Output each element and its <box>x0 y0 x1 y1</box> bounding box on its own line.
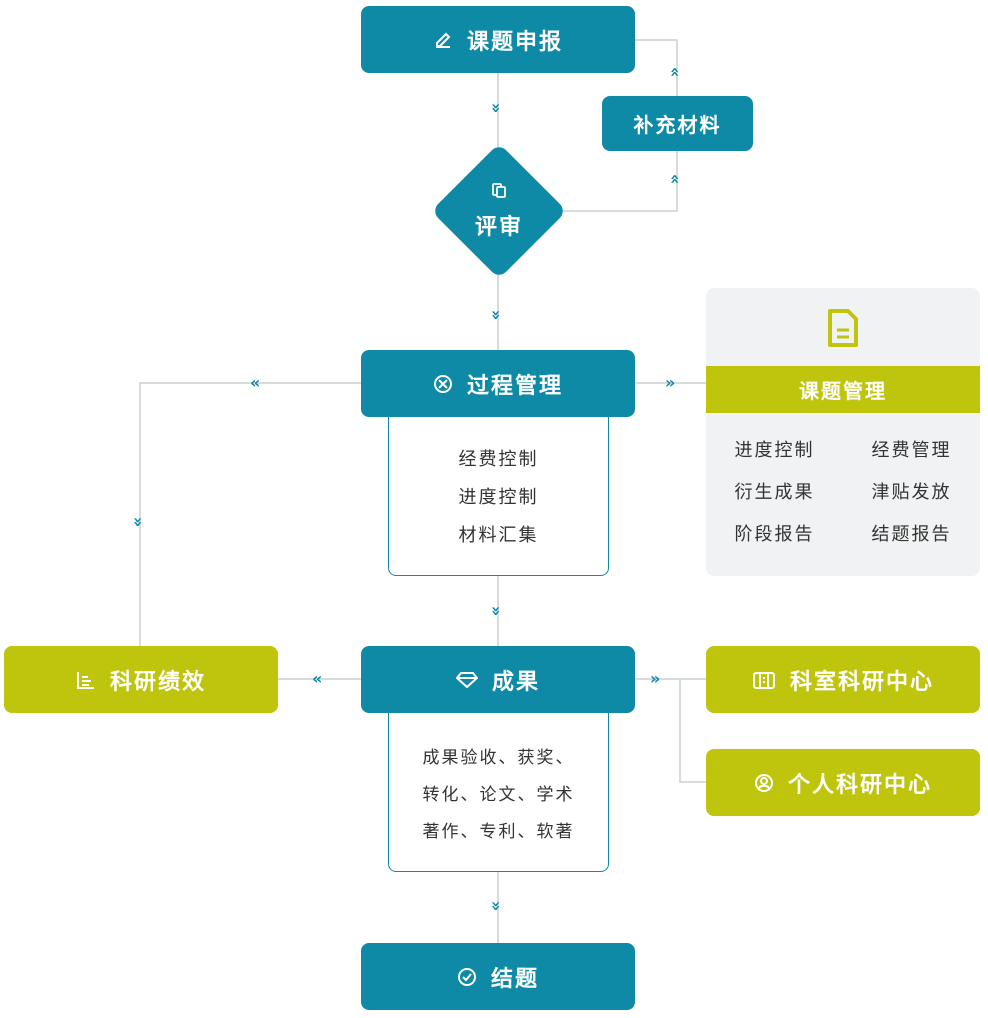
supplement-node[interactable]: 补充材料 <box>602 96 753 151</box>
application-label: 课题申报 <box>466 29 563 55</box>
process-items-panel: 经费控制 进度控制 材料汇集 <box>388 417 609 576</box>
document-icon <box>827 308 859 352</box>
conclusion-label: 结题 <box>490 966 539 992</box>
diamond-icon <box>455 671 478 689</box>
arrow-down-left-branch: » <box>129 516 149 528</box>
achievements-label: 成果 <box>491 669 540 695</box>
process-management-node[interactable]: 过程管理 <box>361 350 635 417</box>
achievement-item: 著作、专利、软著 <box>422 821 575 842</box>
user-icon <box>754 773 774 793</box>
achievement-items-panel: 成果验收、获奖、 转化、论文、学术 著作、专利、软著 <box>388 713 609 872</box>
pm-item: 津贴发放 <box>871 482 952 503</box>
dept-research-center-node[interactable]: 科室科研中心 <box>706 646 980 713</box>
process-item: 材料汇集 <box>458 525 539 546</box>
process-management-label: 过程管理 <box>466 373 563 399</box>
pm-item: 阶段报告 <box>734 524 815 545</box>
arrow-down-3: » <box>487 605 507 617</box>
arrow-left-process: « <box>250 373 261 392</box>
arrow-down-2: » <box>487 309 507 321</box>
research-performance-label: 科研绩效 <box>109 669 206 695</box>
personal-research-center-label: 个人科研中心 <box>787 772 932 798</box>
pm-item: 衍生成果 <box>734 482 815 503</box>
dept-research-center-label: 科室科研中心 <box>789 669 934 695</box>
arrow-right-process: » <box>665 373 676 392</box>
achievement-item: 转化、论文、学术 <box>422 784 575 805</box>
research-performance-node[interactable]: 科研绩效 <box>4 646 278 713</box>
personal-research-center-node[interactable]: 个人科研中心 <box>706 749 980 816</box>
supplement-label: 补充材料 <box>633 113 722 137</box>
application-node[interactable]: 课题申报 <box>361 6 635 73</box>
pm-item: 结题报告 <box>871 524 952 545</box>
arrow-left-achievements: « <box>312 669 323 688</box>
project-management-items: 进度控制 经费管理 衍生成果 津贴发放 阶段报告 结题报告 <box>706 436 980 546</box>
review-node[interactable]: 评审 <box>431 143 567 279</box>
process-item: 经费控制 <box>458 449 539 470</box>
arrow-down-1: » <box>487 102 507 114</box>
review-label: 评审 <box>474 215 523 240</box>
achievements-node[interactable]: 成果 <box>361 646 635 713</box>
target-icon <box>433 374 453 394</box>
arrow-down-4: » <box>487 900 507 912</box>
arrow-up-supplement-2: « <box>666 173 686 185</box>
achievement-item: 成果验收、获奖、 <box>422 747 575 768</box>
list-icon <box>76 670 96 690</box>
pm-item: 进度控制 <box>734 440 815 461</box>
pm-item: 经费管理 <box>871 440 952 461</box>
project-management-title: 课题管理 <box>706 366 980 413</box>
arrow-right-achievements: » <box>650 669 661 688</box>
arrow-up-supplement-1: « <box>666 66 686 78</box>
clipboard-icon <box>490 181 508 203</box>
building-icon <box>752 670 776 690</box>
process-item: 进度控制 <box>458 487 539 508</box>
conclusion-node[interactable]: 结题 <box>361 943 635 1010</box>
check-circle-icon <box>457 967 477 987</box>
project-management-card: 课题管理 进度控制 经费管理 衍生成果 津贴发放 阶段报告 结题报告 <box>706 288 980 576</box>
edit-icon <box>433 30 453 50</box>
